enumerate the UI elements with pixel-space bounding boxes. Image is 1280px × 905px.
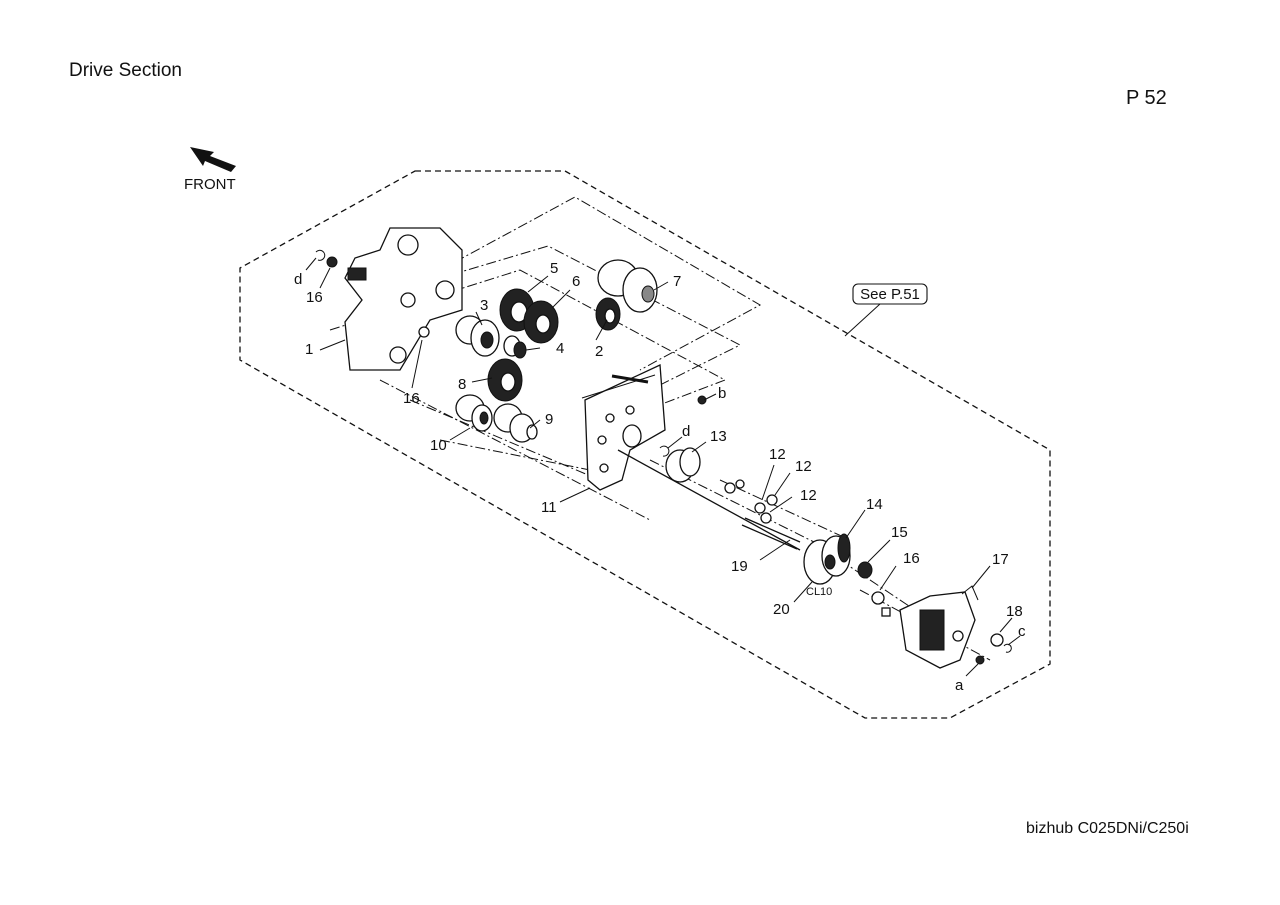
see-reference-box: See P.51 [844, 283, 928, 337]
see-reference-label: See P.51 [860, 286, 920, 303]
callout-12-a: 12 [769, 446, 786, 463]
callout-6: 6 [572, 273, 580, 290]
coupling-13 [665, 447, 701, 483]
callout-a: a [955, 677, 964, 694]
bushing-16-mid [418, 326, 430, 338]
gear-2 [595, 297, 621, 331]
page-number: P 52 [1126, 87, 1167, 109]
bushing-12-c [760, 512, 772, 524]
callout-16-a: 16 [306, 289, 323, 306]
gear-4 [503, 335, 527, 359]
clip-d-mid [659, 445, 670, 457]
gear-6 [523, 300, 559, 344]
callout-5: 5 [550, 260, 558, 277]
callout-d-1: d [294, 271, 302, 288]
front-label: FRONT [184, 176, 236, 193]
callout-16-b: 16 [403, 390, 420, 407]
clip-d-top [315, 249, 326, 261]
callout-c: c [1018, 623, 1026, 640]
roller-10 [455, 394, 493, 432]
callout-cl10: CL10 [806, 586, 832, 598]
callout-4: 4 [556, 340, 564, 357]
gear-18 [990, 633, 1004, 647]
screw-b [697, 395, 707, 405]
callout-13: 13 [710, 428, 727, 445]
callout-11: 11 [541, 499, 557, 516]
gear-3 [455, 315, 500, 357]
motor-17 [899, 585, 979, 669]
callout-3: 3 [480, 297, 488, 314]
clip-c [1003, 643, 1012, 653]
bushing-16-right [871, 591, 885, 605]
gear-7 [597, 259, 658, 313]
bushing-12-a [754, 502, 766, 514]
page-title: Drive Section [69, 60, 182, 81]
gear-14 [837, 533, 851, 563]
shaft-top [611, 374, 649, 384]
callout-7: 7 [673, 273, 681, 290]
connector [881, 607, 891, 617]
gear-15 [857, 561, 873, 579]
callout-b: b [718, 385, 726, 402]
callout-12-b: 12 [795, 458, 812, 475]
model-name: bizhub C025DNi/C250i [1026, 820, 1189, 837]
callout-19: 19 [731, 558, 748, 575]
callout-16-c: 16 [903, 550, 920, 567]
mounting-plate-11 [581, 364, 666, 491]
callout-8: 8 [458, 376, 466, 393]
screw-a [975, 655, 985, 665]
small-gear-cluster [724, 479, 745, 494]
drive-frame-housing [344, 227, 463, 371]
callout-14: 14 [866, 496, 883, 513]
bushing-12-b [766, 494, 778, 506]
callout-9: 9 [545, 411, 553, 428]
gear-8 [487, 358, 523, 402]
callout-17: 17 [992, 551, 1009, 568]
callout-d-2: d [682, 423, 690, 440]
callout-10: 10 [430, 437, 447, 454]
callout-15: 15 [891, 524, 908, 541]
callout-labels: 1 2 3 4 5 6 7 8 9 10 11 12 12 12 13 14 1… [294, 260, 1026, 694]
callout-1: 1 [305, 341, 313, 358]
leader-lines [305, 257, 1021, 677]
roller-9 [493, 403, 538, 443]
bushing-16-top [326, 256, 338, 268]
front-arrow-icon [190, 147, 236, 172]
callout-18: 18 [1006, 603, 1023, 620]
callout-12-c: 12 [800, 487, 817, 504]
shaft-19 [617, 449, 801, 551]
callout-2: 2 [595, 343, 603, 360]
callout-20: 20 [773, 601, 790, 618]
assembly-boundary [239, 170, 1051, 719]
